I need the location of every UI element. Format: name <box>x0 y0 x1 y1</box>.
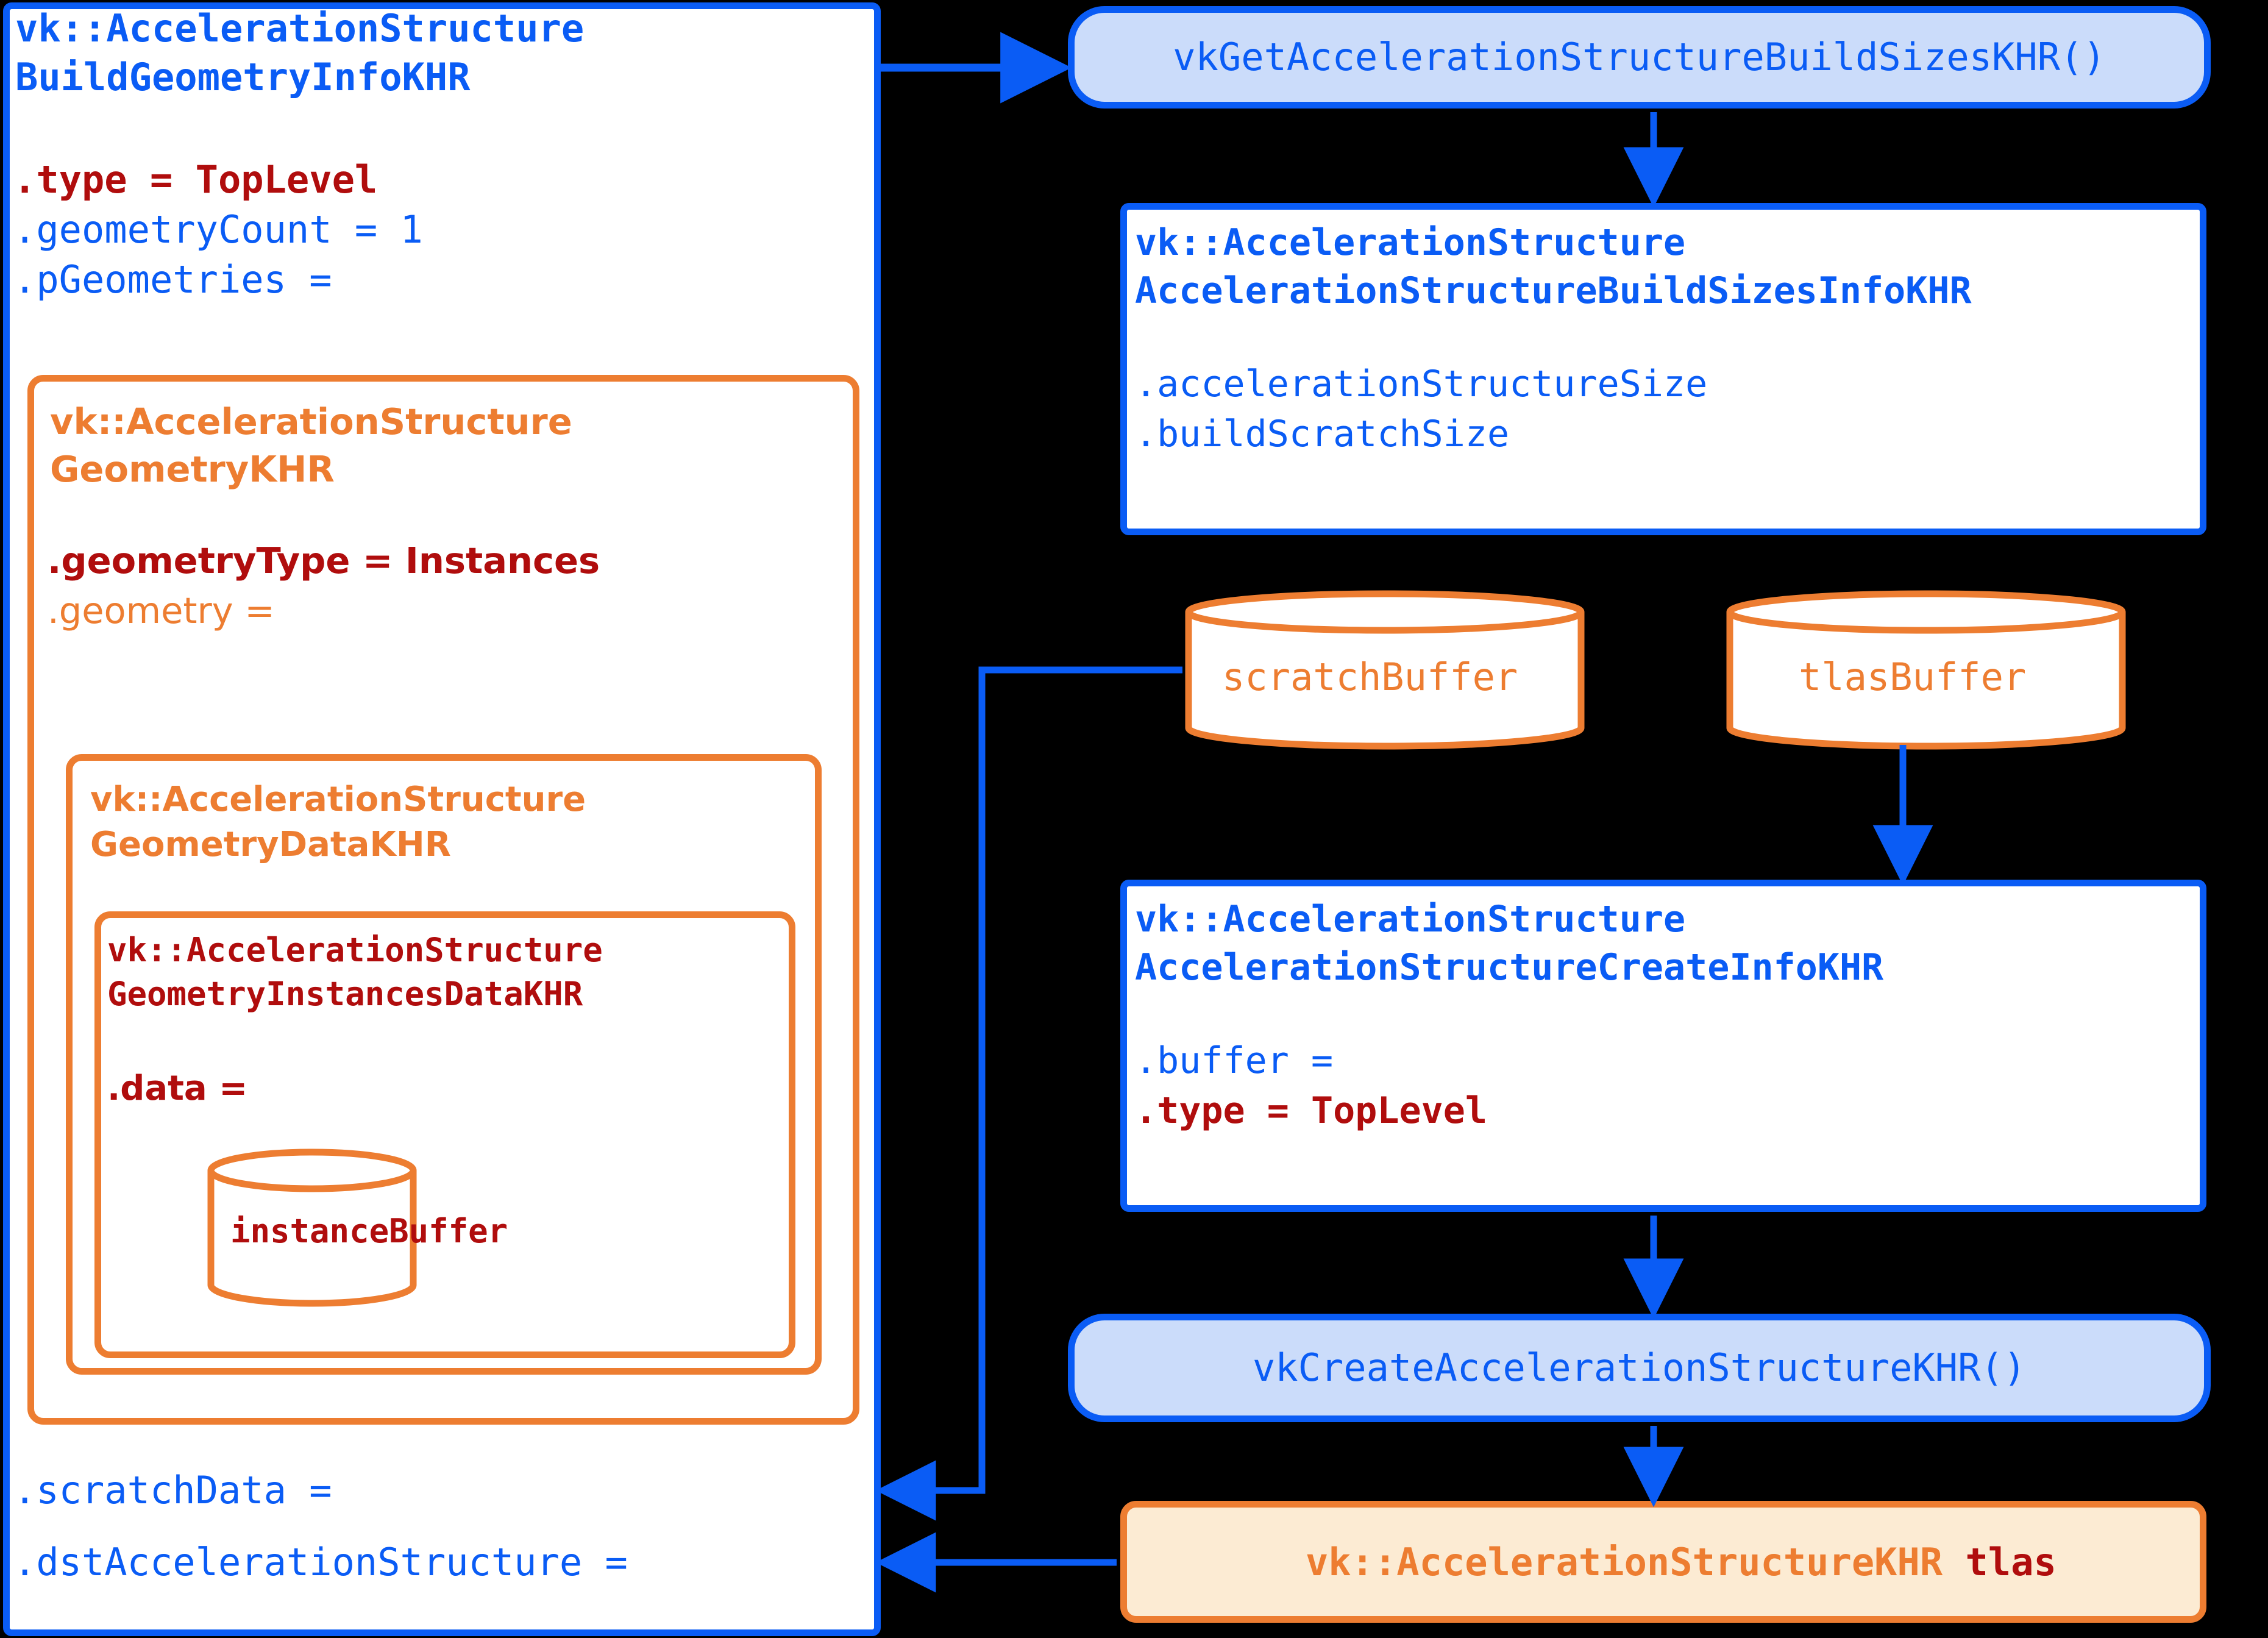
geometry-khr-field-geometrytype: .geometryType = Instances <box>48 539 600 582</box>
create-info-field-type: .type = TopLevel <box>1135 1089 1487 1132</box>
build-sizes-info-field-buildscratchsize: .buildScratchSize <box>1135 413 1510 455</box>
geometry-khr-title-line2: GeometryKHR <box>50 448 335 490</box>
build-sizes-info-box <box>1120 203 2206 535</box>
create-info-title-line2: AccelerationStructureCreateInfoKHR <box>1135 946 1884 989</box>
instance-buffer-shape <box>207 1148 417 1307</box>
create-info-title-line1: vk::AccelerationStructure <box>1135 898 1686 941</box>
geometry-khr-title-line1: vk::AccelerationStructure <box>50 401 572 443</box>
tlas-buffer-label: tlasBuffer <box>1799 655 2027 699</box>
create-info-field-buffer: .buffer = <box>1135 1039 1334 1082</box>
tlas-result-inner: vk::AccelerationStructureKHR tlas <box>1270 1528 2056 1596</box>
get-build-sizes-call-label: vkGetAccelerationStructureBuildSizesKHR(… <box>1173 35 2106 79</box>
tlas-buffer-shape <box>1726 590 2126 750</box>
scratch-buffer-cylinder <box>1184 590 1586 750</box>
geometry-instances-data-khr-field-data: .data = <box>107 1069 248 1108</box>
get-build-sizes-call-pill[interactable]: vkGetAccelerationStructureBuildSizesKHR(… <box>1068 6 2211 109</box>
build-sizes-info-title-line1: vk::AccelerationStructure <box>1135 221 1686 264</box>
scratch-buffer-shape <box>1185 590 1585 750</box>
geometry-khr-field-geometry: .geometry = <box>48 589 275 632</box>
geometry-instances-data-khr-title-line1: vk::AccelerationStructure <box>107 931 603 969</box>
tlas-result-box: vk::AccelerationStructureKHR tlas <box>1120 1501 2206 1623</box>
build-sizes-info-title-line2: AccelerationStructureBuildSizesInfoKHR <box>1135 269 1972 312</box>
instance-buffer-cylinder <box>206 1148 418 1307</box>
build-geometry-info-field-geometrycount: .geometryCount = 1 <box>13 207 423 252</box>
build-sizes-info-field-accelerationstructuresize: .accelerationStructureSize <box>1135 363 1708 405</box>
create-call-label: vkCreateAccelerationStructureKHR() <box>1252 1345 2027 1390</box>
scratch-buffer-label: scratchBuffer <box>1222 655 1518 699</box>
build-geometry-info-field-type: .type = TopLevel <box>13 157 378 202</box>
build-geometry-info-field-dstaccelerationstructure: .dstAccelerationStructure = <box>13 1540 628 1584</box>
build-geometry-info-title-line1: vk::AccelerationStructure <box>15 6 585 51</box>
geometry-instances-data-khr-title-line2: GeometryInstancesDataKHR <box>107 975 583 1013</box>
instance-buffer-label: instanceBuffer <box>230 1212 508 1250</box>
geometry-data-khr-title-line2: GeometryDataKHR <box>90 825 451 864</box>
tlas-buffer-cylinder <box>1725 590 2127 750</box>
create-call-pill[interactable]: vkCreateAccelerationStructureKHR() <box>1068 1314 2211 1422</box>
build-geometry-info-title-line2: BuildGeometryInfoKHR <box>15 55 471 99</box>
tlas-result-var: tlas <box>1965 1539 2056 1584</box>
build-geometry-info-field-pgeometries: .pGeometries = <box>13 257 332 302</box>
geometry-data-khr-title-line1: vk::AccelerationStructure <box>90 780 586 819</box>
build-geometry-info-field-scratchdata: .scratchData = <box>13 1468 332 1512</box>
create-info-box <box>1120 880 2206 1212</box>
tlas-result-type: vk::AccelerationStructureKHR <box>1305 1539 1943 1584</box>
